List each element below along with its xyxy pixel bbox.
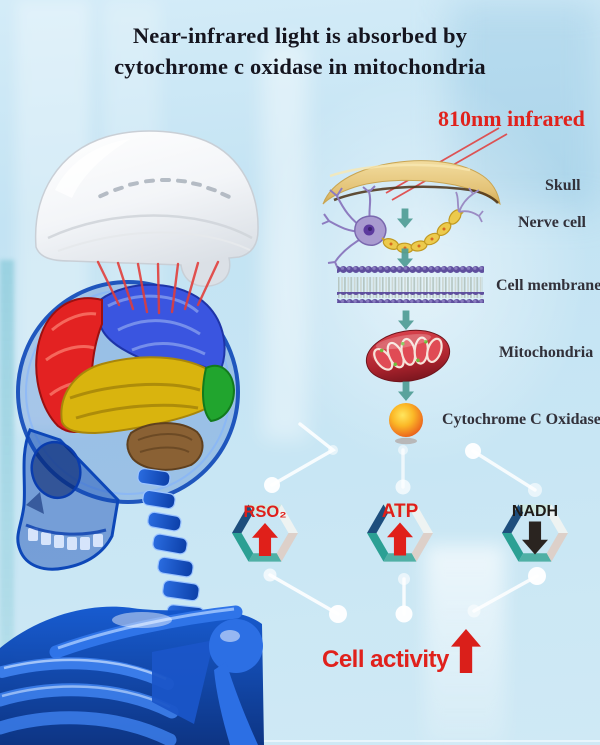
skeleton-torso-illustration [0, 468, 264, 745]
title-line-2: cytochrome c oxidase in mitochondria [114, 54, 486, 79]
beam-wavelength-label: 810nm infrared [438, 106, 585, 131]
flow-label-cytochrome: Cytochrome C Oxidase [442, 411, 600, 428]
title-line-1: Near-infrared light is absorbed by [132, 23, 468, 48]
cytochrome-illustration [389, 403, 423, 445]
badge-label-rso2: RSO₂ [243, 503, 287, 521]
therapy-helmet-illustration [34, 130, 259, 288]
flow-label-cell-membrane: Cell membrane [496, 277, 600, 294]
mitochondria-illustration [365, 329, 451, 383]
skull-illustration [322, 160, 501, 206]
cell-activity-label: Cell activity [322, 646, 449, 673]
flow-label-nerve-cell: Nerve cell [518, 214, 586, 231]
flow-label-mitochondria: Mitochondria [499, 344, 594, 361]
flow-arrow-icon [398, 310, 414, 330]
network-decoration [263, 422, 546, 623]
up-arrow-icon [387, 522, 413, 556]
myelin-sheath [382, 209, 462, 254]
page-title: Near-infrared light is absorbed by cytoc… [0, 20, 600, 82]
flow-label-skull: Skull [545, 177, 581, 194]
helmet-vent-slots [98, 178, 231, 199]
nerve-cell-illustration [321, 185, 484, 270]
up-arrow-icon [252, 523, 278, 556]
flow-arrow-icon [397, 208, 413, 228]
skull-brain-illustration [16, 280, 240, 571]
laser-beams [96, 260, 220, 315]
down-arrow-icon [522, 521, 548, 555]
badge-label-atp: ATP [381, 501, 419, 522]
badge-label-nadh: NADH [511, 503, 559, 520]
cell-membrane-illustration [337, 266, 484, 303]
flow-arrow-icon [398, 381, 414, 401]
up-arrow-icon [451, 628, 481, 674]
